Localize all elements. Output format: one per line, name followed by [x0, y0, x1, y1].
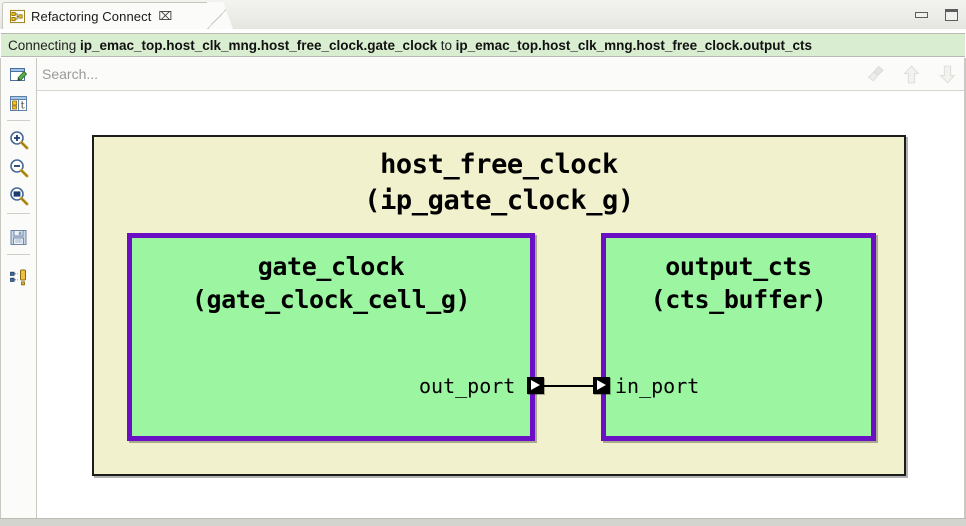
properties-icon-button[interactable]: t: [6, 91, 31, 116]
clear-search-icon[interactable]: [865, 64, 886, 85]
edit-pin-icon-button[interactable]: [6, 62, 31, 87]
save-icon-button[interactable]: [6, 225, 31, 250]
status-source-path: ip_emac_top.host_clk_mng.host_free_clock…: [79, 37, 438, 53]
zoom-out-icon: [9, 158, 28, 177]
connection-status-bar: Connecting ip_emac_top.host_clk_mng.host…: [1, 33, 965, 57]
tab-label: Refactoring Connect: [31, 8, 152, 24]
module-type-output-cts: (cts_buffer): [650, 285, 827, 314]
search-tool-group: [865, 58, 958, 91]
module-gate-clock[interactable]: gate_clock (gate_clock_cell_g): [127, 233, 535, 441]
port-label-in-port: in_port: [615, 374, 700, 398]
zoom-in-icon-button[interactable]: [6, 127, 31, 152]
diagram-canvas[interactable]: host_free_clock (ip_gate_clock_g) gate_c…: [38, 92, 966, 518]
maximize-button[interactable]: [945, 8, 958, 21]
search-input[interactable]: [42, 66, 802, 82]
port-label-out-port: out_port: [419, 374, 516, 398]
zoom-fit-icon: [9, 186, 28, 205]
left-toolbar: t: [0, 58, 37, 518]
module-title-gate-clock: gate_clock (gate_clock_cell_g): [132, 250, 530, 316]
refactoring-connect-icon: [10, 9, 25, 23]
module-name-gate-clock: gate_clock: [257, 252, 405, 281]
outer-module-name: host_free_clock: [380, 149, 618, 180]
port-marker-out-port[interactable]: [527, 377, 544, 394]
status-prefix: Connecting: [8, 37, 77, 53]
module-host-free-clock[interactable]: host_free_clock (ip_gate_clock_g) gate_c…: [92, 135, 906, 476]
port-marker-in-port[interactable]: [593, 377, 610, 394]
module-name-output-cts: output_cts: [665, 252, 812, 281]
panel-right-edge: [964, 58, 966, 518]
zoom-in-icon: [9, 130, 28, 149]
close-icon[interactable]: ⌧: [158, 9, 173, 23]
tab-refactoring-connect[interactable]: Refactoring Connect ⌧: [2, 2, 208, 29]
status-joiner: to: [440, 37, 452, 53]
search-bar: [37, 58, 966, 91]
window-controls: [915, 0, 958, 29]
panel-left-edge: [0, 58, 1, 518]
outer-module-title: host_free_clock (ip_gate_clock_g): [94, 147, 904, 219]
save-icon: [10, 230, 27, 245]
module-output-cts[interactable]: output_cts (cts_buffer): [601, 233, 876, 441]
minimize-button[interactable]: [915, 11, 928, 18]
outer-module-type: (ip_gate_clock_g): [364, 184, 634, 216]
connection-wire[interactable]: [544, 385, 593, 387]
module-title-output-cts: output_cts (cts_buffer): [606, 250, 871, 316]
arrange-tree-icon-button[interactable]: [6, 265, 31, 290]
toolbar-separator-2: [7, 213, 30, 214]
svg-text:t: t: [21, 101, 25, 112]
zoom-fit-icon-button[interactable]: [6, 183, 31, 208]
module-type-gate-clock: (gate_clock_cell_g): [191, 285, 471, 314]
status-target-path: ip_emac_top.host_clk_mng.host_free_clock…: [455, 37, 812, 53]
toolbar-separator-1: [7, 120, 30, 121]
find-previous-icon[interactable]: [901, 64, 922, 85]
toolbar-separator-3: [7, 254, 30, 255]
tab-strip: Refactoring Connect ⌧: [0, 0, 966, 29]
edit-pin-icon: [10, 68, 28, 82]
window-bottom-bar: [0, 518, 966, 526]
properties-icon: t: [10, 96, 27, 112]
arrange-tree-icon: [9, 269, 26, 285]
zoom-out-icon-button[interactable]: [6, 155, 31, 180]
find-next-icon[interactable]: [937, 64, 958, 85]
